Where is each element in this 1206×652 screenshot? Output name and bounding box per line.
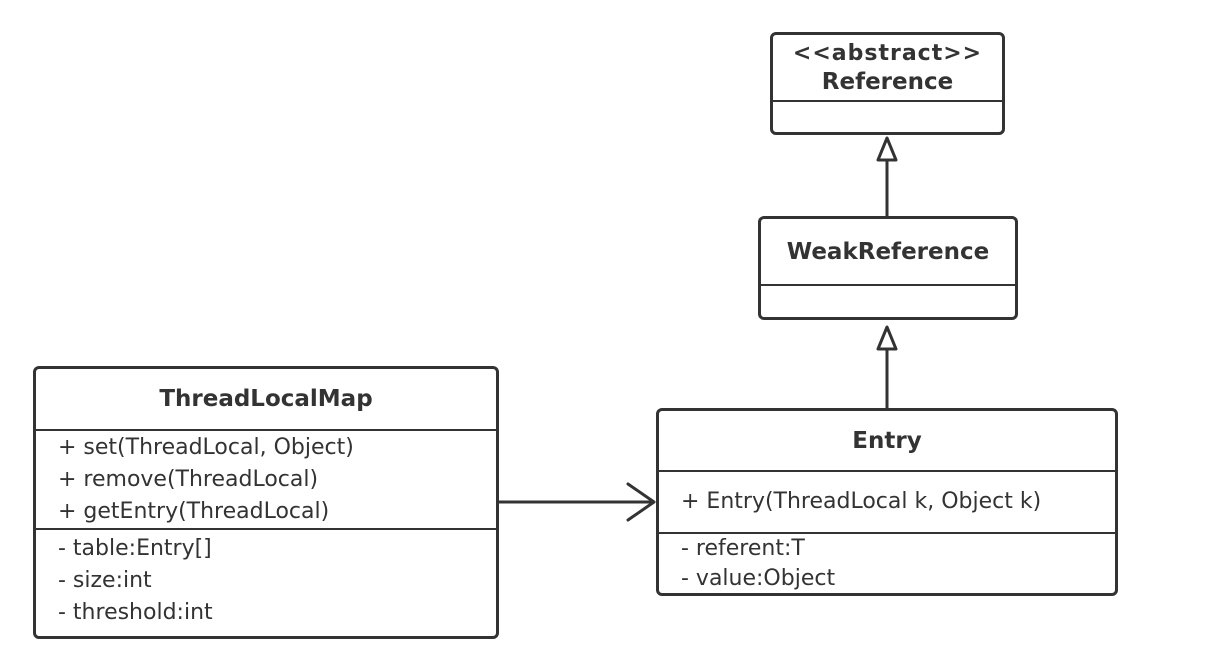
generalization-arrowhead-weakreference <box>876 325 898 351</box>
class-weakreference-header: WeakReference <box>761 219 1015 286</box>
class-threadlocalmap-methods: + set(ThreadLocal, Object) + remove(Thre… <box>36 431 496 530</box>
class-weakreference-name: WeakReference <box>786 238 990 265</box>
class-threadlocalmap: ThreadLocalMap + set(ThreadLocal, Object… <box>33 366 499 639</box>
method-remove: + remove(ThreadLocal) <box>58 467 319 492</box>
field-table: - table:Entry[] <box>58 536 212 561</box>
class-weakreference-body <box>761 286 1015 317</box>
class-threadlocalmap-header: ThreadLocalMap <box>36 369 496 431</box>
class-entry-methods: + Entry(ThreadLocal k, Object k) <box>659 472 1115 534</box>
class-reference: <<abstract>> Reference <box>770 32 1005 135</box>
class-entry: Entry + Entry(ThreadLocal k, Object k) -… <box>656 408 1118 596</box>
class-reference-header: <<abstract>> Reference <box>773 35 1002 102</box>
class-entry-name: Entry <box>852 427 922 454</box>
field-threshold: - threshold:int <box>58 600 213 625</box>
field-value: - value:Object <box>681 566 836 591</box>
method-getentry: + getEntry(ThreadLocal) <box>58 499 330 524</box>
class-reference-name: Reference <box>821 68 954 95</box>
class-entry-fields: - referent:T - value:Object <box>659 534 1115 593</box>
class-reference-body <box>773 102 1002 132</box>
class-weakreference: WeakReference <box>758 216 1018 320</box>
field-referent: - referent:T <box>681 536 805 561</box>
class-reference-stereotype: <<abstract>> <box>792 40 983 66</box>
class-entry-header: Entry <box>659 411 1115 472</box>
method-entry-constructor: + Entry(ThreadLocal k, Object k) <box>681 489 1042 514</box>
field-size: - size:int <box>58 568 152 593</box>
class-threadlocalmap-name: ThreadLocalMap <box>159 386 373 412</box>
method-set: + set(ThreadLocal, Object) <box>58 435 354 460</box>
association-arrowhead-entry <box>626 482 656 522</box>
class-threadlocalmap-fields: - table:Entry[] - size:int - threshold:i… <box>36 530 496 629</box>
generalization-arrowhead-reference <box>876 136 898 162</box>
